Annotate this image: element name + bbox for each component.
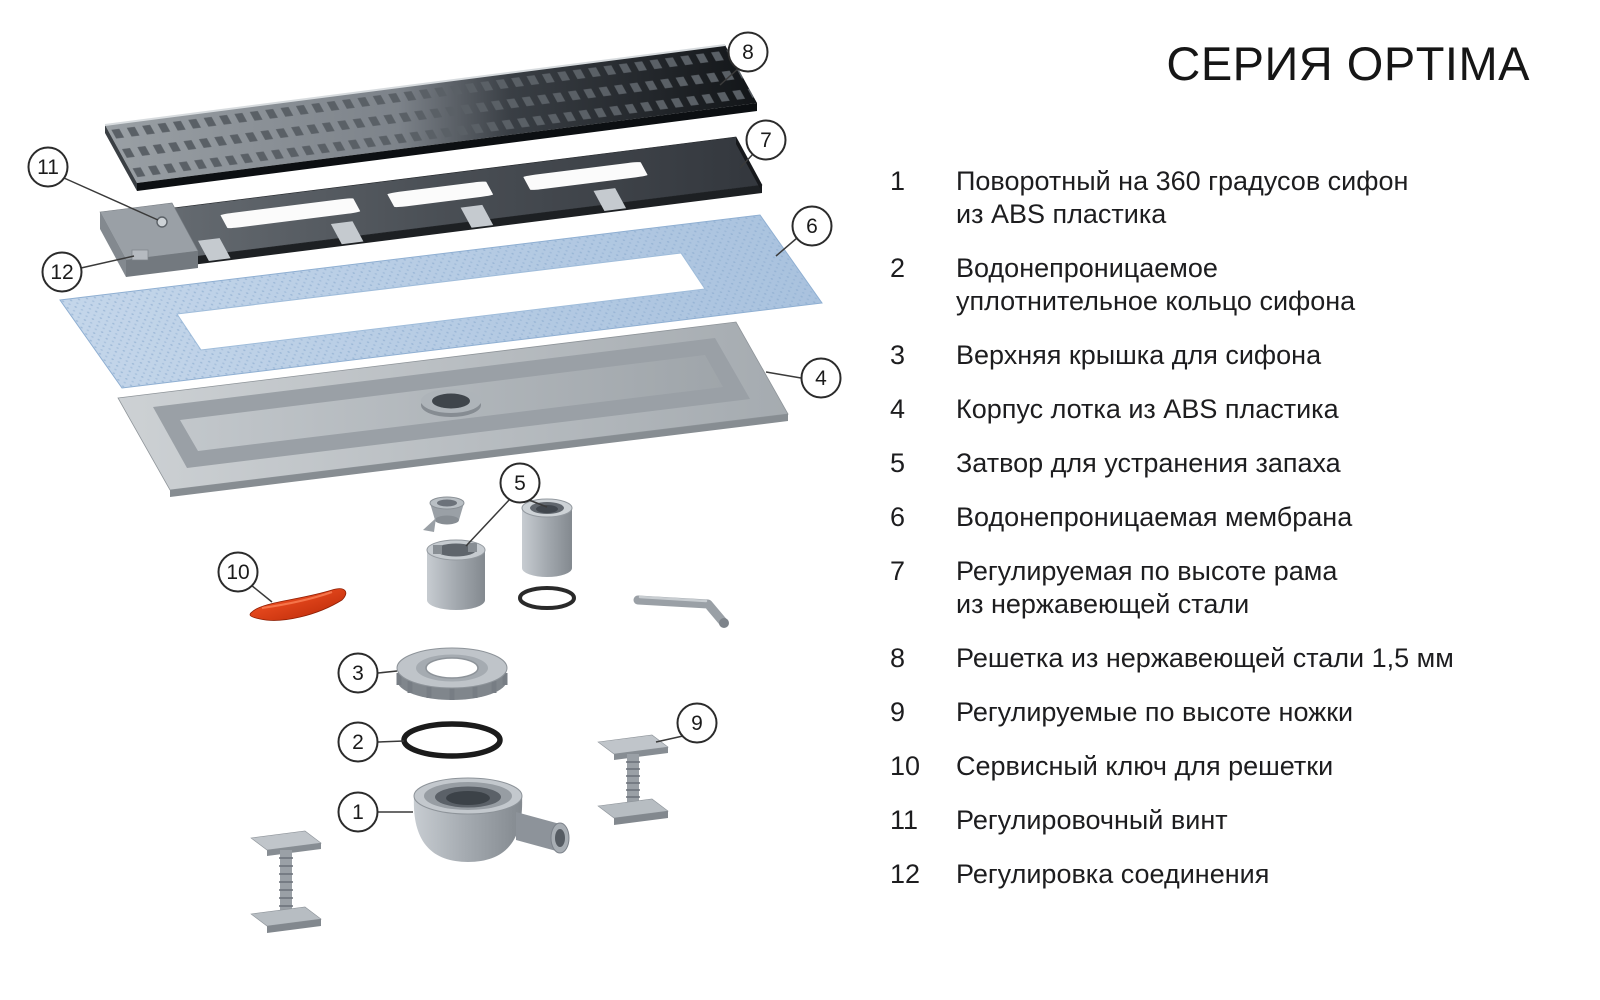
legend-item: 6 Водонепроницаемая мембрана: [890, 501, 1600, 534]
callout-2: 2: [337, 721, 405, 763]
legend-item-text: Водонепроницаемая мембрана: [956, 502, 1353, 532]
page-title: СЕРИЯ OPTIMA: [1166, 37, 1530, 90]
legend-item-number: 8: [890, 643, 906, 673]
callout-number: 4: [815, 367, 827, 390]
legend-item: 12 Регулировка соединения: [890, 858, 1600, 891]
legend-item-number: 2: [890, 253, 906, 283]
legend-item: 4 Корпус лотка из ABS пластика: [890, 393, 1600, 426]
callout-9: 9: [655, 702, 718, 744]
callout-circle: [41, 251, 83, 293]
callout-6: 6: [775, 205, 833, 257]
callout-number: 5: [514, 472, 526, 495]
legend-item-text: Сервисный ключ для решетки: [956, 751, 1334, 781]
legend-item-number: 10: [890, 751, 921, 781]
legend-item-number: 4: [890, 394, 906, 424]
callout-11: 11: [27, 146, 159, 221]
legend-item-text: Регулировка соединения: [956, 859, 1270, 889]
callout-number: 11: [37, 156, 59, 179]
legend-item: 3 Верхняя крышка для сифона: [890, 339, 1600, 372]
parts-legend: 1 Поворотный на 360 градусов сифон из AB…: [890, 165, 1600, 891]
hex-key-icon: [633, 595, 729, 628]
exploded-diagram: 8 7 11 12 6 4: [27, 31, 842, 933]
legend-item-text: Решетка из нержавеющей стали 1,5 мм: [956, 643, 1454, 673]
legend-item-number: 5: [890, 448, 906, 478]
legend-item: 10 Сервисный ключ для решетки: [890, 750, 1600, 783]
frame-connector: [131, 249, 149, 261]
callout-circle: [800, 357, 842, 399]
legend-item-text: Регулируемая по высоте рама из нержавеющ…: [956, 556, 1338, 619]
callout-10: 10: [217, 551, 273, 603]
callout-number: 10: [226, 561, 249, 584]
callout-1: 1: [337, 791, 413, 833]
callout-circle: [499, 462, 541, 504]
legend-item-text: Корпус лотка из ABS пластика: [956, 394, 1339, 424]
legend-item: 1 Поворотный на 360 градусов сифон из AB…: [890, 165, 1600, 231]
legend-item-text: Поворотный на 360 градусов сифон из ABS …: [956, 166, 1409, 229]
callout-number: 7: [760, 129, 772, 152]
callout-circle: [337, 652, 379, 694]
sealing-ring-part: [401, 721, 503, 759]
callout-number: 1: [352, 801, 364, 824]
callout-circle: [791, 205, 833, 247]
legend-item: 9 Регулируемые по высоте ножки: [890, 696, 1600, 729]
legend-item-text: Водонепроницаемое уплотнительное кольцо …: [956, 253, 1356, 316]
callout-number: 2: [352, 731, 364, 754]
callout-7: 7: [739, 119, 787, 169]
callout-5: 5: [465, 462, 548, 547]
callout-number: 12: [50, 261, 73, 284]
frame-part: [99, 136, 763, 277]
small-o-ring: [518, 586, 576, 610]
callout-circle: [727, 31, 769, 73]
adjustable-foot-right: [597, 734, 669, 825]
legend-item-number: 6: [890, 502, 906, 532]
callout-circle: [745, 119, 787, 161]
legend-item: 5 Затвор для устранения запаха: [890, 447, 1600, 480]
info-panel: СЕРИЯ OPTIMA 1 Поворотный на 360 градусо…: [880, 0, 1600, 1000]
adjustable-foot-left: [250, 830, 322, 933]
callout-number: 6: [806, 215, 818, 238]
legend-item: 7 Регулируемая по высоте рама из нержаве…: [890, 555, 1600, 621]
odor-trap-parts: [423, 496, 576, 610]
legend-item-number: 11: [890, 805, 919, 835]
legend-item-number: 3: [890, 340, 906, 370]
callout-8: 8: [719, 31, 769, 86]
legend-item-number: 9: [890, 697, 906, 727]
legend-item-number: 12: [890, 859, 921, 889]
service-key-part: [249, 588, 347, 621]
legend-item-text: Затвор для устранения запаха: [956, 448, 1341, 478]
tray-body-part: [117, 321, 789, 497]
membrane-part: [59, 214, 823, 389]
callout-number: 3: [352, 662, 364, 685]
legend-item-number: 7: [890, 556, 906, 586]
siphon-body-part: [413, 777, 570, 862]
grate-part: [104, 44, 757, 191]
callout-circle: [217, 551, 259, 593]
drain-hole: [432, 393, 470, 409]
callout-4: 4: [765, 357, 842, 399]
legend-item: 11 Регулировочный винт: [890, 804, 1600, 837]
callout-circle: [676, 702, 718, 744]
legend-item-text: Верхняя крышка для сифона: [956, 340, 1322, 370]
callout-number: 8: [742, 41, 754, 64]
legend-item-text: Регулировочный винт: [956, 805, 1228, 835]
callout-circle: [337, 721, 379, 763]
callout-12: 12: [41, 251, 135, 293]
adjusting-screw: [156, 216, 168, 228]
legend-item-number: 1: [890, 166, 906, 196]
legend-item: 2 Водонепроницаемое уплотнительное кольц…: [890, 252, 1600, 318]
legend-item: 8 Решетка из нержавеющей стали 1,5 мм: [890, 642, 1600, 675]
legend-item-text: Регулируемые по высоте ножки: [956, 697, 1354, 727]
siphon-top-cover-part: [396, 647, 508, 700]
callout-circle: [337, 791, 379, 833]
callout-circle: [27, 146, 69, 188]
callout-3: 3: [337, 652, 398, 694]
callout-number: 9: [691, 712, 703, 735]
